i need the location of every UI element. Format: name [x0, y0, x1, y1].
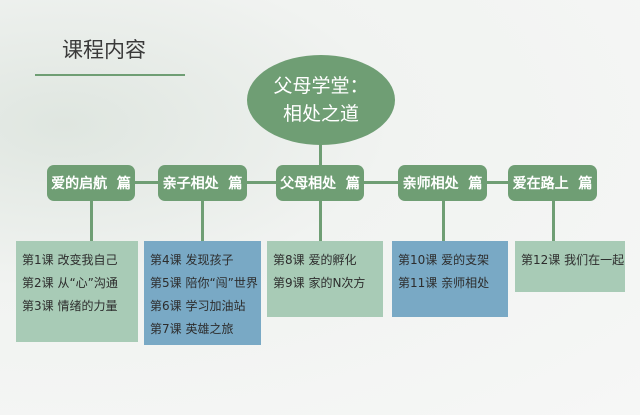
lesson: 第1课 改变我自己: [22, 253, 118, 267]
lesson: 第4课 发现孩子: [150, 253, 234, 267]
section-header: 亲子相处 篇: [158, 165, 247, 201]
title-underline: [35, 74, 185, 76]
lesson: 第2课 从“心”沟通: [22, 276, 118, 290]
lesson: 第7课 英雄之旅: [150, 322, 234, 336]
center-line2: 相处之道: [282, 103, 359, 125]
connector: [90, 200, 93, 241]
lesson-box: 第10课 爱的支架 第11课 亲师相处: [392, 241, 508, 317]
connector: [552, 200, 555, 241]
center-line1: 父母学堂：: [273, 75, 369, 97]
lesson: 第8课 爱的孵化: [273, 253, 357, 267]
lesson: 第6课 学习加油站: [150, 299, 246, 313]
lesson: 第10课 爱的支架: [398, 253, 490, 267]
lesson: 第12课 我们在一起: [521, 253, 625, 267]
connector: [442, 200, 445, 241]
page-title: 课程内容: [62, 38, 146, 62]
lesson: 第3课 情绪的力量: [22, 299, 118, 313]
lesson-box: 第12课 我们在一起: [515, 241, 625, 292]
connector: [319, 200, 322, 241]
section-header: 爱的启航 篇: [47, 165, 135, 201]
lesson-box: 第8课 爱的孵化 第9课 家的N次方: [267, 241, 383, 317]
lesson-box: 第4课 发现孩子 第5课 陪你“闯”世界 第6课 学习加油站 第7课 英雄之旅: [144, 241, 261, 345]
connector: [319, 140, 322, 165]
center-topic: 父母学堂： 相处之道: [247, 55, 395, 145]
section-header: 爱在路上 篇: [508, 165, 597, 201]
lesson: 第9课 家的N次方: [273, 276, 366, 290]
connector: [201, 200, 204, 241]
section-header: 亲师相处 篇: [398, 165, 487, 201]
section-header: 父母相处 篇: [276, 165, 364, 201]
lesson-box: 第1课 改变我自己 第2课 从“心”沟通 第3课 情绪的力量: [16, 241, 138, 342]
lesson: 第11课 亲师相处: [398, 276, 490, 290]
lesson: 第5课 陪你“闯”世界: [150, 276, 258, 290]
